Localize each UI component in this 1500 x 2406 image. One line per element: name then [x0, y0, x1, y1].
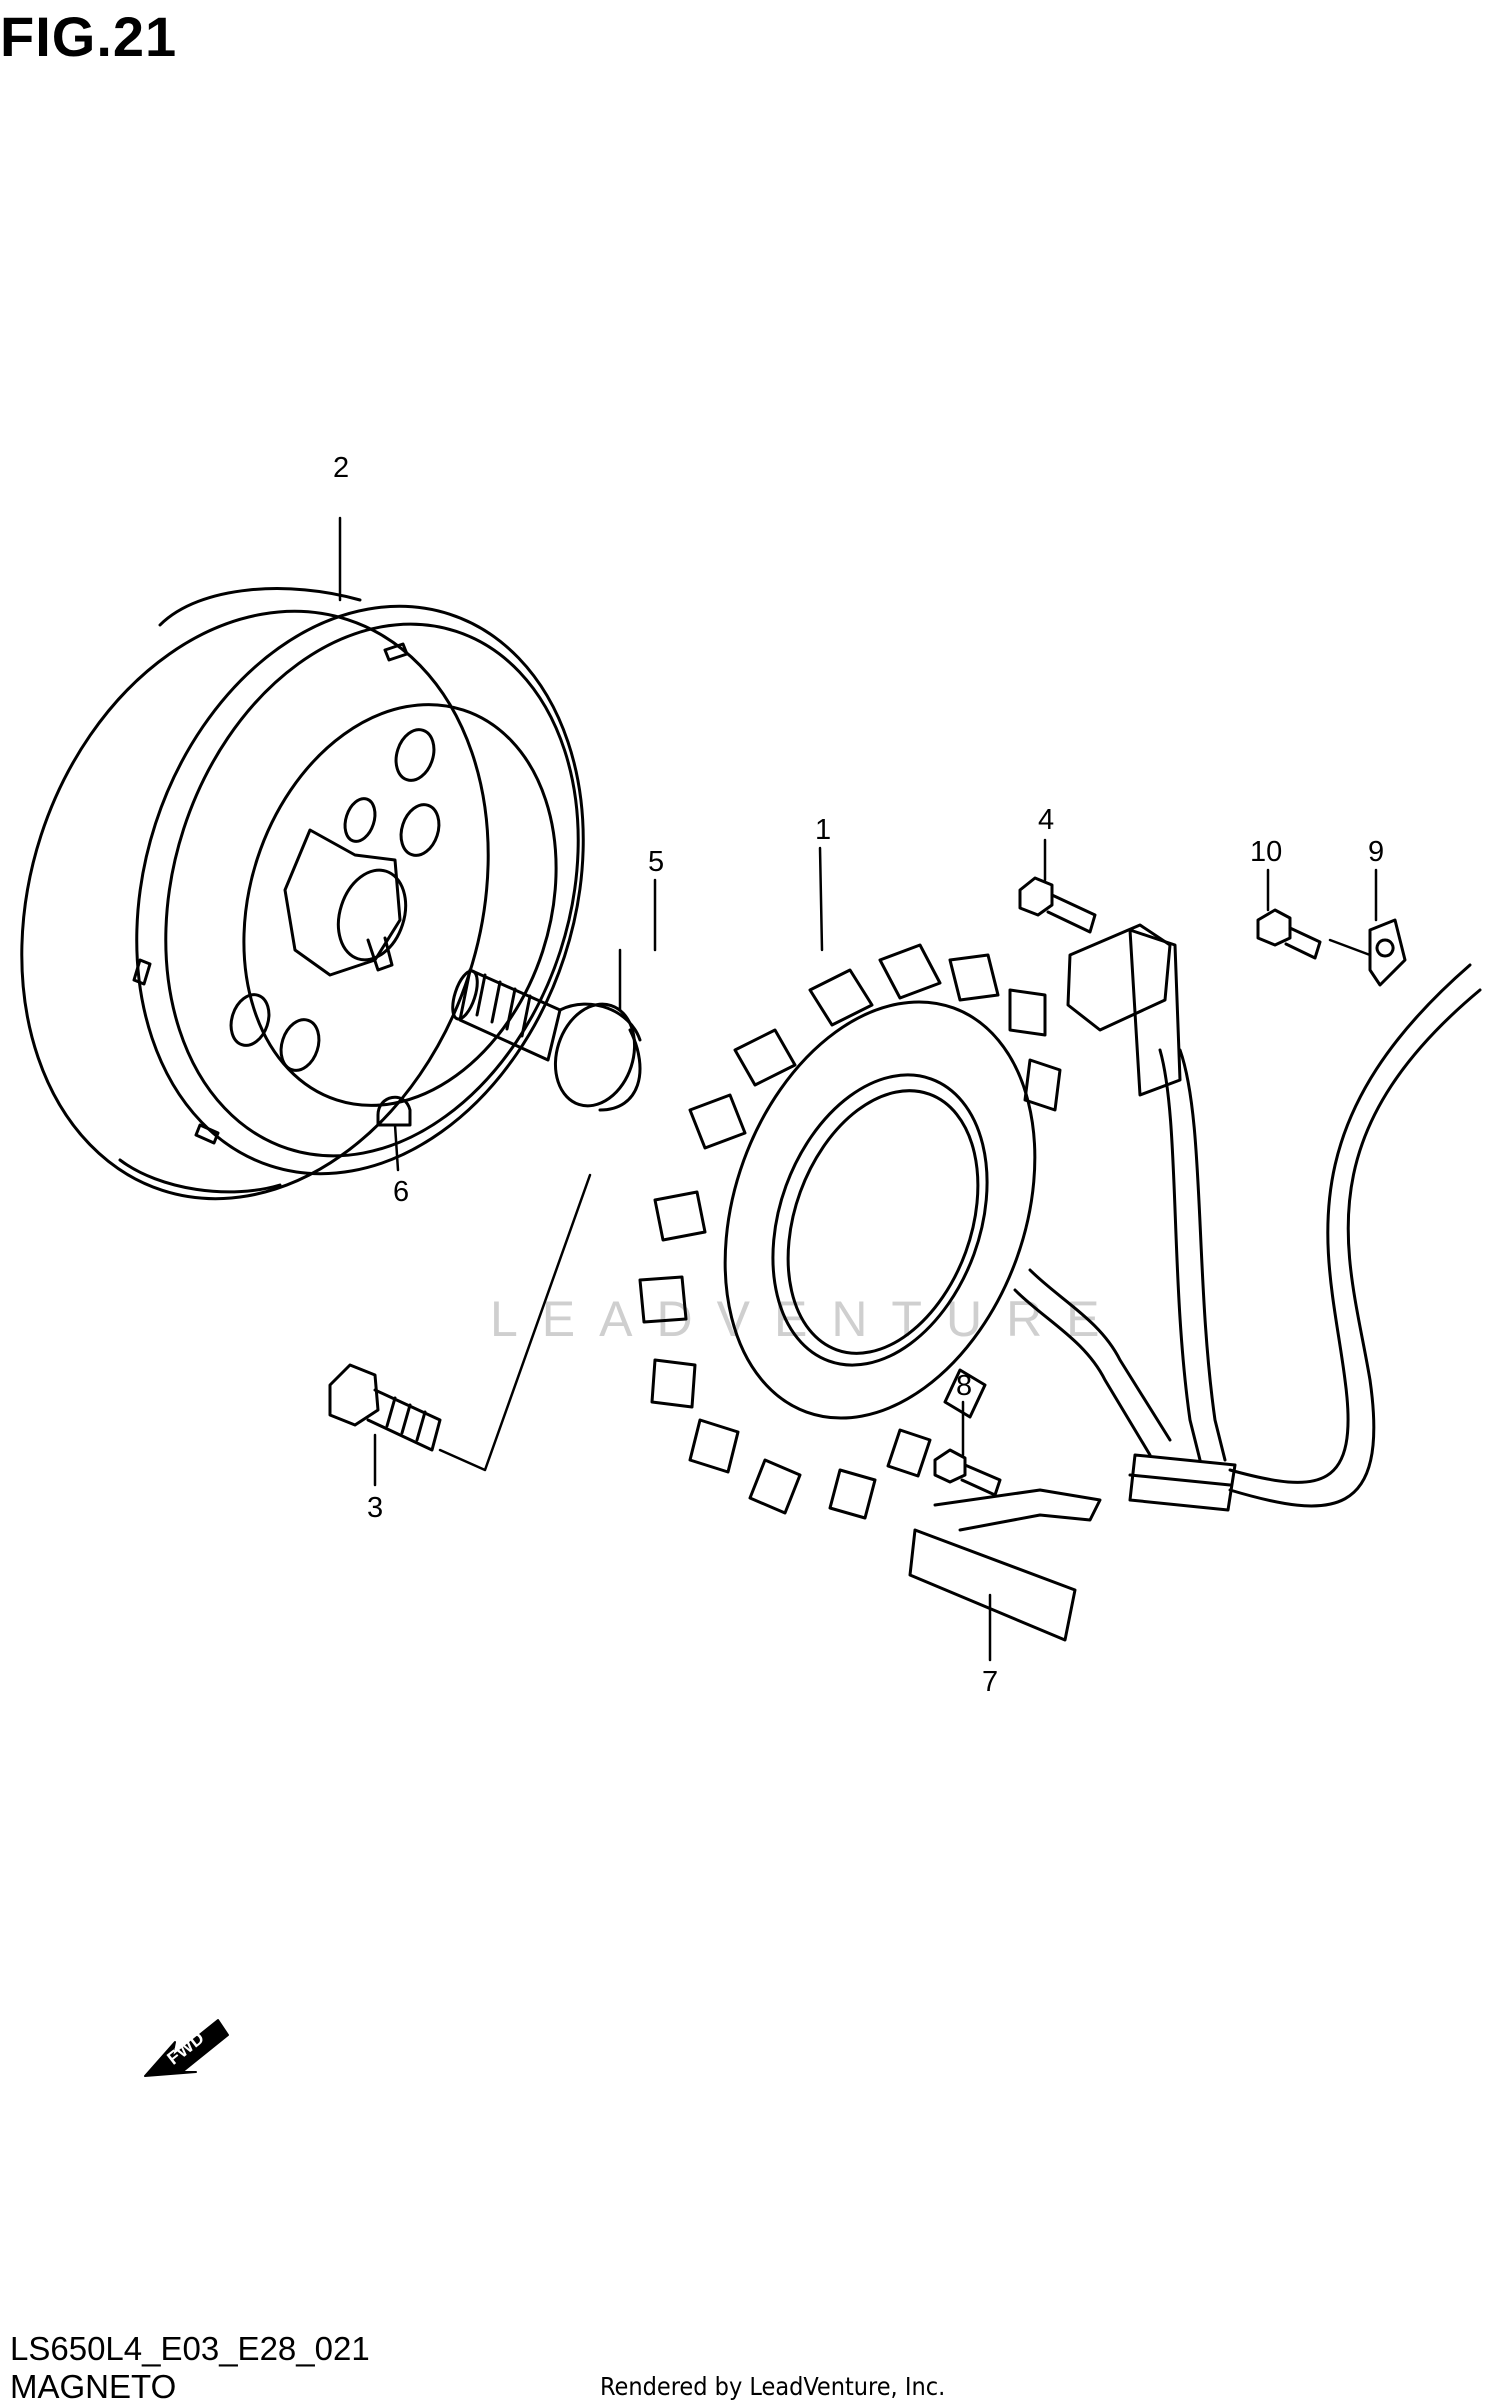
- callout-7: 7: [982, 1666, 999, 1698]
- figure-title: FIG.21: [0, 5, 178, 68]
- fwd-arrow-icon: [144, 2019, 229, 2077]
- key: [376, 1095, 412, 1127]
- figure-name: MAGNETO: [10, 2368, 177, 2405]
- callout-3: 3: [367, 1492, 384, 1524]
- clamp-plate-7: [908, 1488, 1102, 1642]
- stator: [638, 943, 1062, 1520]
- bolt-4: [1018, 876, 1097, 934]
- figure-code: LS650L4_E03_E28_021: [10, 2330, 370, 2367]
- callout-10: 10: [1250, 836, 1283, 868]
- callout-8: 8: [956, 1370, 973, 1402]
- screw-8: [933, 1448, 1002, 1497]
- clamp-9: [1368, 918, 1407, 987]
- callout-1: 1: [815, 814, 832, 846]
- render-credit: Rendered by LeadVenture, Inc.: [600, 2372, 946, 2401]
- leader-lines: [338, 516, 1378, 1662]
- callout-6: 6: [393, 1176, 410, 1208]
- rotor-bolt: [451, 968, 642, 1112]
- callout-9: 9: [1368, 836, 1385, 868]
- bolt-3: [328, 1363, 442, 1452]
- rotor: [20, 587, 585, 1201]
- wire-harness: [1013, 923, 1482, 1512]
- callout-2: 2: [333, 452, 350, 484]
- bolt-10: [1256, 908, 1322, 960]
- callout-5: 5: [648, 846, 665, 878]
- callout-4: 4: [1038, 804, 1055, 836]
